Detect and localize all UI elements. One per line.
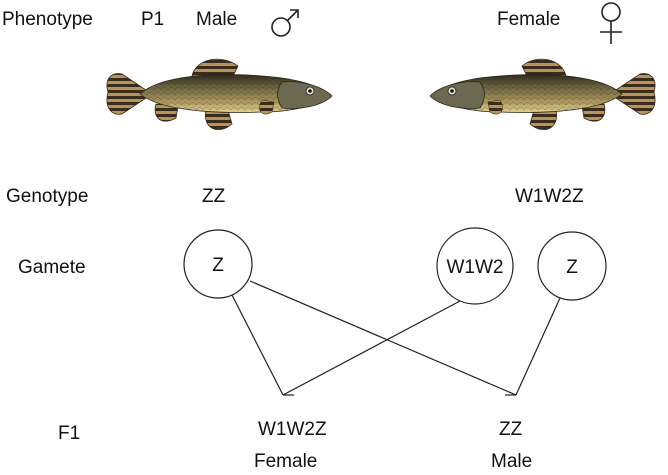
gamete-male-z-label: Z	[212, 255, 224, 276]
generation-label: P1	[141, 9, 165, 30]
male-genotype: ZZ	[202, 186, 226, 207]
f1-label: F1	[58, 423, 81, 444]
phenotype-label: Phenotype	[2, 9, 93, 30]
cross-connectors	[231, 280, 561, 396]
offspring-2-genotype: ZZ	[499, 419, 523, 440]
female-symbol-icon	[600, 2, 622, 44]
gamete-male-z: Z	[183, 229, 253, 299]
gamete-female-w1w2: W1W2	[436, 227, 514, 305]
offspring-1-genotype: W1W2Z	[258, 419, 327, 440]
genotype-label: Genotype	[6, 186, 89, 207]
male-label: Male	[196, 9, 238, 30]
line-w1w2-gamete-to-f1-female	[282, 300, 461, 396]
line-female-z-gamete-to-f1-male	[515, 297, 561, 396]
male-symbol-icon	[271, 9, 299, 37]
offspring-2-phenotype: Male	[491, 451, 533, 472]
female-label: Female	[497, 9, 561, 30]
female-fish-icon	[429, 58, 656, 130]
line-male-gamete-to-f1-male	[249, 280, 517, 396]
gamete-female-z: Z	[537, 231, 607, 301]
gamete-label: Gamete	[18, 257, 86, 278]
offspring-1-phenotype: Female	[254, 451, 318, 472]
line-male-gamete-to-f1-female	[231, 294, 284, 396]
gamete-female-w1w2-label: W1W2	[447, 257, 504, 278]
female-genotype: W1W2Z	[515, 186, 584, 207]
gamete-female-z-label: Z	[566, 257, 578, 278]
male-fish-icon	[106, 58, 333, 130]
